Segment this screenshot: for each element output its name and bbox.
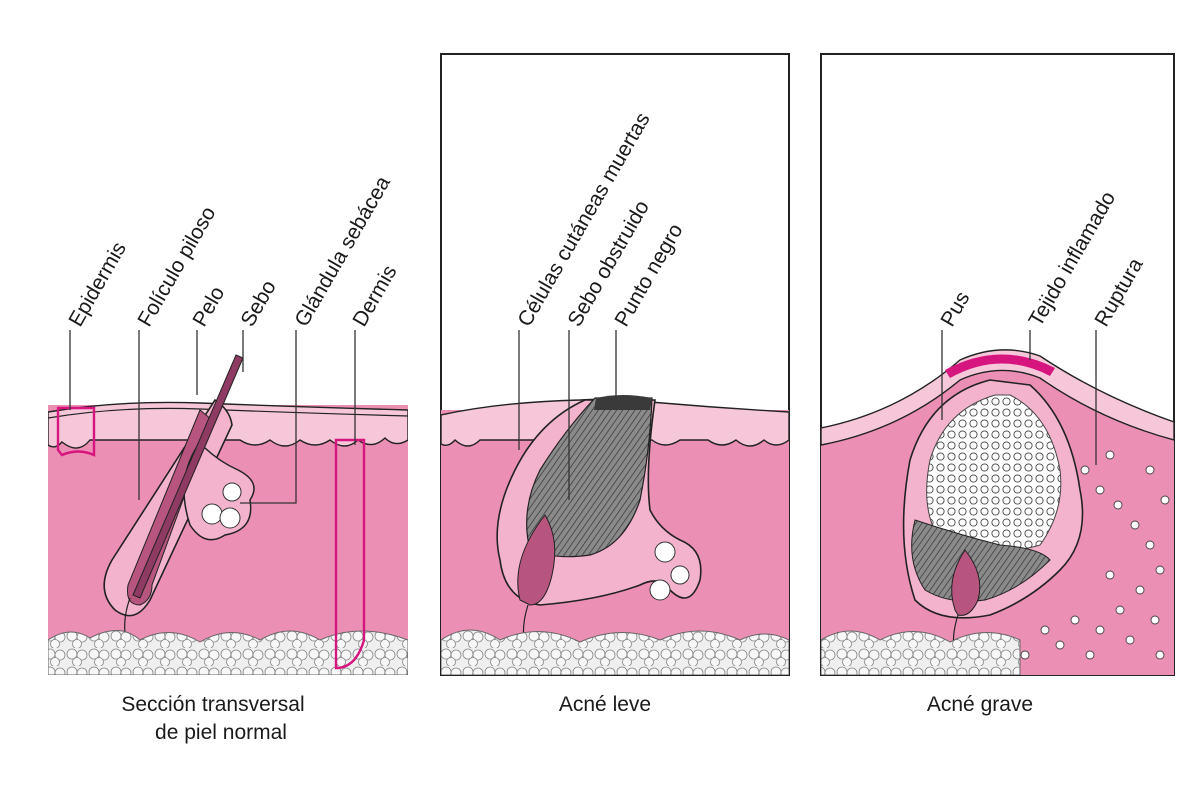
fat-layer [48,630,408,675]
hair-bulb-mild [517,514,556,606]
gland-cells-mild [649,541,690,601]
panel-mild-acne: Células cutáneas muertas Sebo obstruido … [440,53,790,716]
hair-bulb-severe [951,549,981,616]
inflamed-surface [945,354,1055,378]
fat-layer-mild [441,629,789,675]
raised-epidermis [821,349,1174,446]
hair-shaft [132,354,244,599]
blackhead-tip [594,395,652,410]
panel-severe-acne: Pus Tejido inflamado Ruptura Acné grave [820,53,1175,716]
dermis-layer [48,405,408,675]
fat-layer-severe [821,630,1021,675]
caption-normal-line2: de piel normal [155,721,287,744]
caption-normal-line1: Sección transversal [121,693,304,716]
label-epidermis: Epidermis [64,238,131,330]
caption-severe-acne: Acné grave [927,693,1033,716]
sebaceous-gland [183,444,255,541]
caption-mild-acne: Acné leve [559,693,651,716]
label-sebum: Sebo [236,277,280,331]
dermis-highlight [334,438,366,670]
severe-acne-illustration [821,349,1174,675]
panel-normal-skin: Epidermis Folículo piloso Pelo Sebo Glán… [48,172,408,744]
label-dermis: Dermis [348,261,401,330]
mild-acne-illustration [441,395,789,675]
sebum-plug [526,397,653,558]
rupture-scatter [1020,450,1170,660]
label-hair: Pelo [188,283,229,331]
epidermis-highlight [56,406,96,457]
normal-skin-illustration [48,354,408,675]
dead-cell-mass [911,519,1051,602]
